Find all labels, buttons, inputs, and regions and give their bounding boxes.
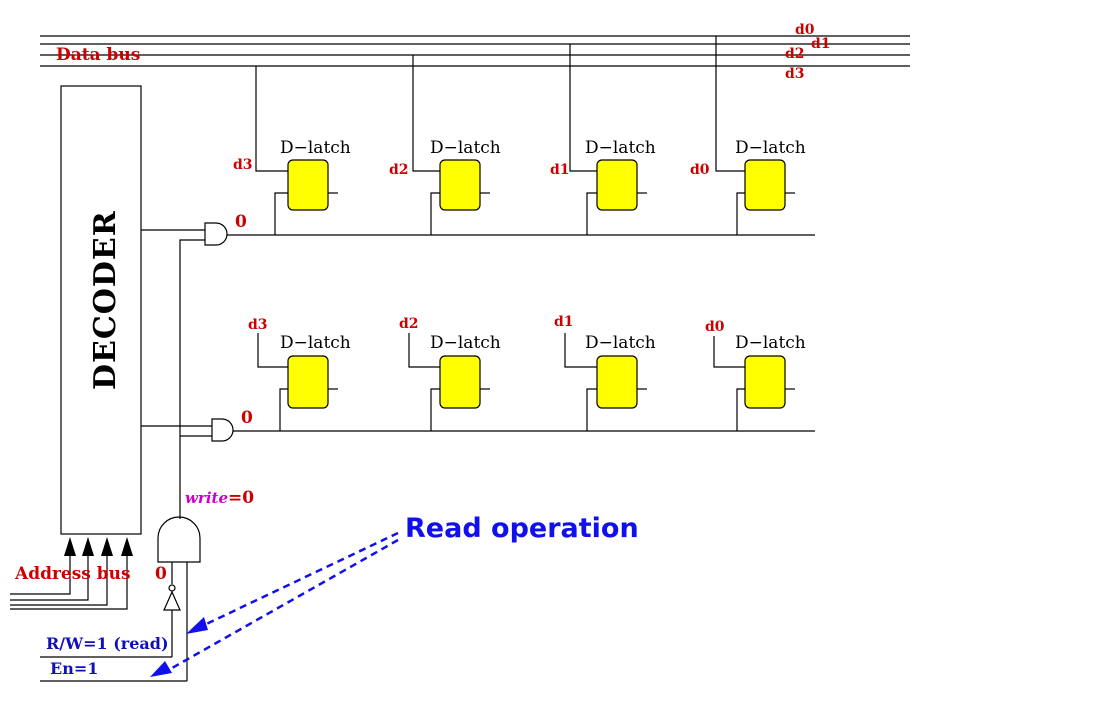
bus-label-d3: d3: [785, 66, 805, 82]
r1-input-d0: d0: [690, 162, 710, 178]
data-bus-label: Data bus: [56, 45, 141, 65]
tap-d2: [412, 55, 440, 172]
r1-and-output: 0: [235, 212, 247, 232]
decoder-label: DECODER: [88, 210, 123, 390]
address-line-1: [10, 540, 89, 601]
r2-input-d3: d3: [248, 317, 268, 333]
address-line-0: [10, 540, 71, 595]
latch-r1-d1: [596, 159, 638, 211]
latch-r1-d2: [439, 159, 481, 211]
latch-r2-d3: [287, 355, 329, 409]
r1-input-d3: d3: [233, 157, 253, 173]
decoder-box: [60, 85, 142, 535]
bus-label-d0: d0: [795, 22, 815, 38]
latch-r2-d2: [439, 355, 481, 409]
r1-input-d2: d2: [389, 162, 409, 178]
read-arrow-to-en: [164, 538, 399, 674]
r2-and-output: 0: [241, 408, 253, 428]
and-gate-row1: [204, 222, 228, 246]
latch-r1-d3: [287, 159, 329, 211]
latch-row-2: [257, 333, 795, 431]
latch-title-r2-4: D−latch: [735, 333, 806, 353]
r2-input-d2: d2: [399, 316, 419, 332]
latch-r1-d0: [744, 159, 786, 211]
tap-d0: [715, 36, 745, 172]
address-arrow-3: [121, 537, 133, 556]
read-operation-annotation: Read operation: [405, 513, 639, 544]
address-bus-label: Address bus: [15, 564, 131, 584]
read-arrowhead-rw: [186, 617, 208, 634]
write-value: write=0: [185, 490, 254, 507]
latch-title-r2-2: D−latch: [430, 333, 501, 353]
bus-label-d1: d1: [811, 36, 831, 52]
inverter-triangle: [163, 590, 181, 611]
read-arrowhead-en: [150, 661, 172, 677]
latch-title-r1-1: D−latch: [280, 138, 351, 158]
inverter-bubble: [168, 584, 176, 592]
latch-title-r2-3: D−latch: [585, 333, 656, 353]
address-arrow-2: [101, 537, 113, 556]
bus-label-d2: d2: [785, 46, 805, 62]
tap-d1: [569, 44, 597, 172]
latch-title-r1-3: D−latch: [585, 138, 656, 158]
rw-control-label: R/W=1 (read): [46, 634, 169, 653]
latch-r2-d1: [596, 355, 638, 409]
and-gate-row2: [211, 418, 234, 442]
latch-r2-d0: [744, 355, 786, 409]
r2-input-d0: d0: [705, 319, 725, 335]
r1-input-d1: d1: [550, 162, 570, 178]
read-arrow-to-rw: [199, 531, 399, 629]
address-line-2: [10, 540, 108, 606]
write-line: [179, 239, 205, 519]
address-line-3: [10, 540, 128, 610]
tap-d3: [255, 66, 288, 172]
address-arrow-0: [64, 537, 76, 556]
address-arrow-1: [82, 537, 94, 556]
write-and-gate: [157, 516, 201, 563]
write-signal-value: =0: [228, 488, 255, 508]
en-control-label: En=1: [50, 659, 99, 678]
latch-title-r1-4: D−latch: [735, 138, 806, 158]
latch-title-r1-2: D−latch: [430, 138, 501, 158]
address-bus-value: 0: [155, 564, 167, 584]
latch-row-1: [274, 159, 795, 235]
r2-input-d1: d1: [554, 314, 574, 330]
latch-title-r2-1: D−latch: [280, 333, 351, 353]
write-signal-label: write: [185, 489, 228, 507]
